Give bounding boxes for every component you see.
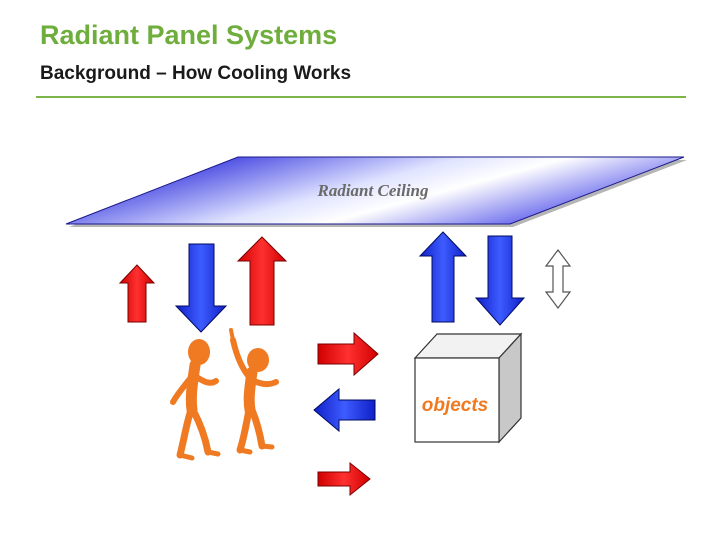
cool-down-arrow-people [174, 243, 228, 333]
slide-title: Radiant Panel Systems [40, 20, 338, 50]
slide-subtitle: Background – How Cooling Works [40, 63, 352, 84]
up-arrow-objects [418, 231, 468, 323]
object-cube [413, 332, 523, 444]
heat-rise-arrow-left [118, 264, 156, 323]
cool-arrow-left [313, 387, 376, 433]
cool-down-arrow-objects [474, 235, 526, 326]
heat-rise-arrow-people [236, 236, 288, 326]
person-figure-left [170, 339, 221, 461]
title-divider [36, 96, 686, 98]
ceiling-label: Radiant Ceiling [317, 181, 429, 200]
radiant-ceiling-panel [65, 156, 687, 227]
person-figure-right [229, 328, 279, 455]
heat-arrow-right-top [317, 331, 379, 377]
object-label: objects [422, 395, 489, 416]
double-arrow-icon [544, 249, 572, 309]
heat-arrow-right-bottom [317, 461, 371, 497]
